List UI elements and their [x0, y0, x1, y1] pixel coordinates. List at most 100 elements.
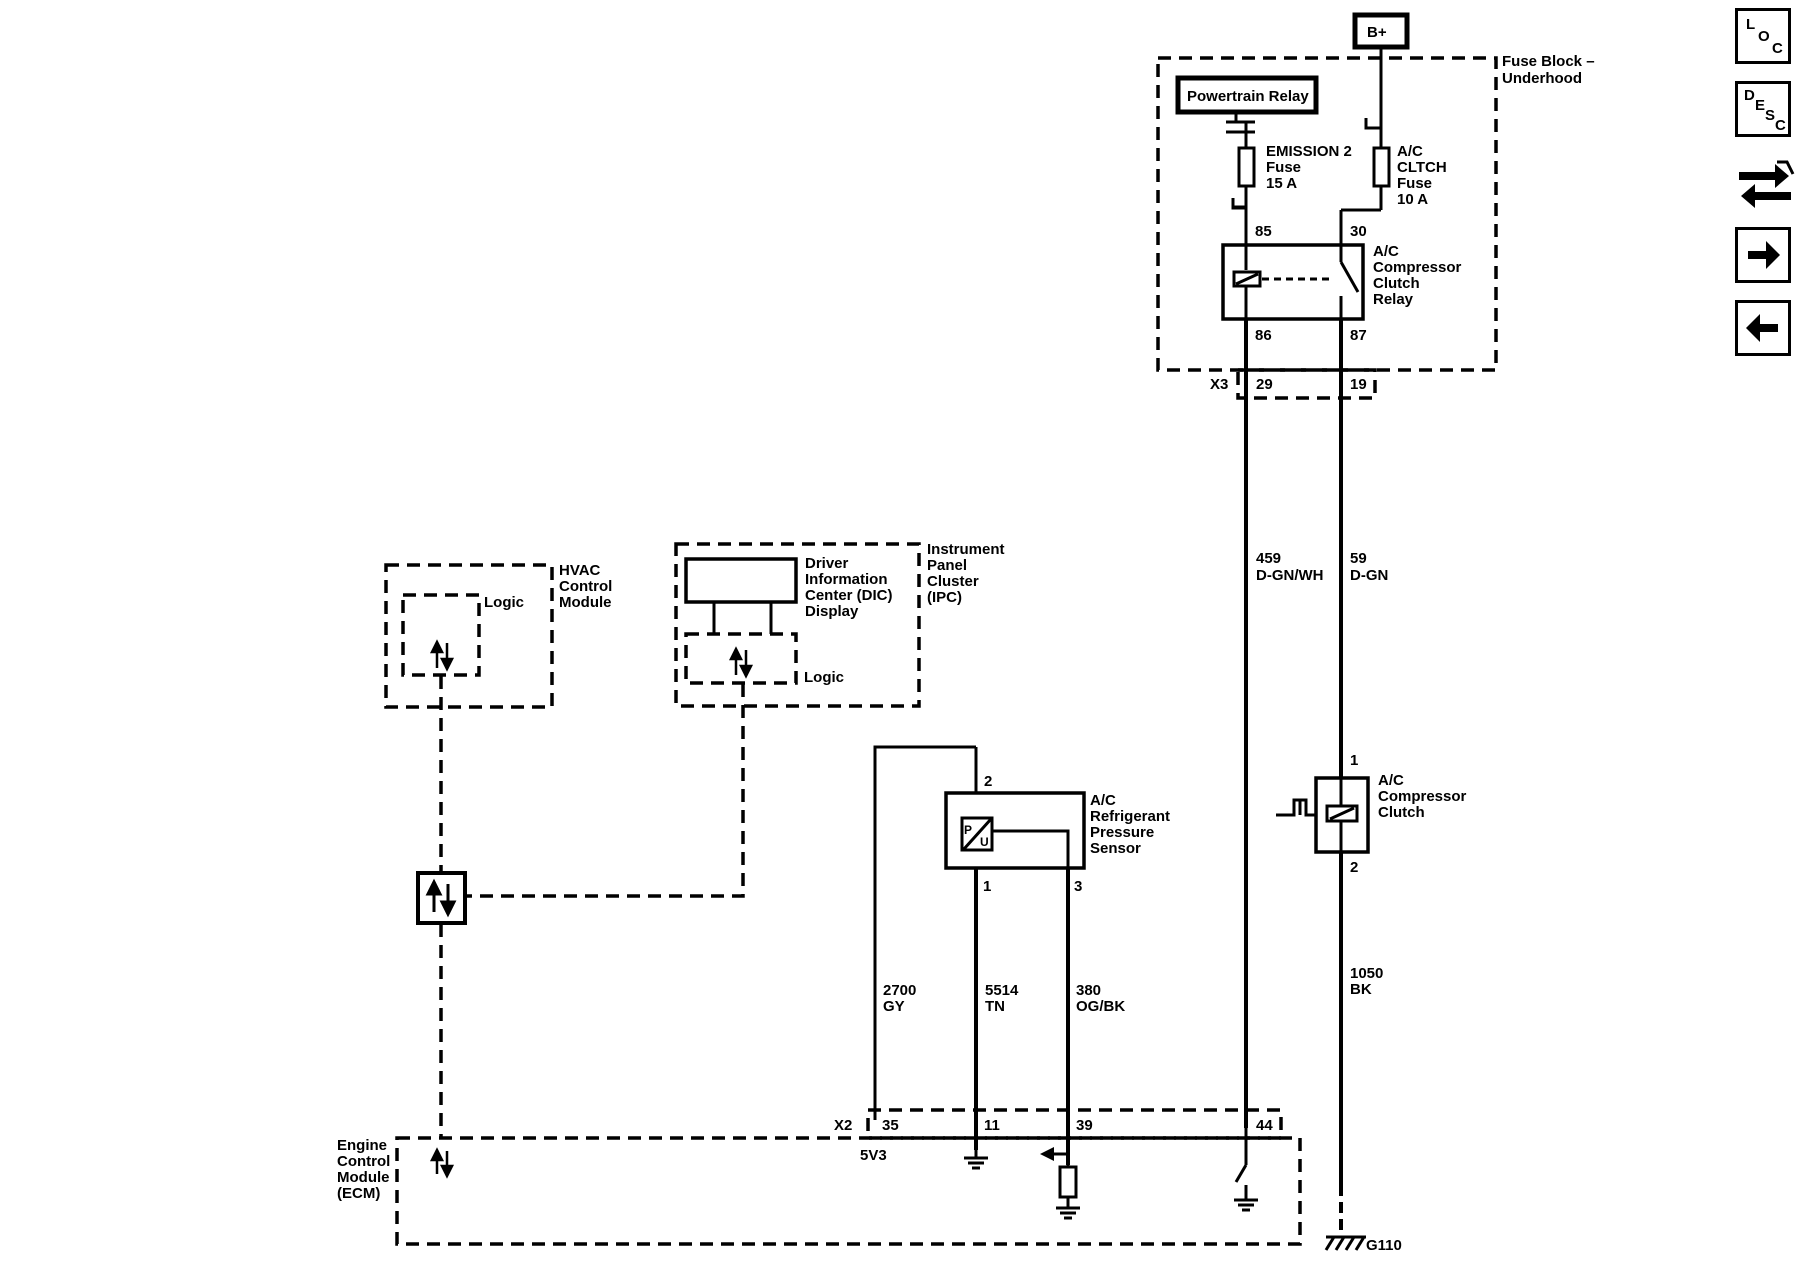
desc-c: C — [1775, 117, 1786, 134]
arrow-right-icon — [1748, 241, 1780, 269]
emission-fuse-label-2: Fuse — [1266, 159, 1301, 176]
x2-label: X2 — [834, 1117, 852, 1134]
wire-1050-color: BK — [1350, 981, 1372, 998]
relay-pin-87: 87 — [1350, 327, 1367, 344]
dic-label-3: Center (DIC) — [805, 587, 893, 604]
relay-pin-85: 85 — [1255, 223, 1272, 240]
battery-label: B+ — [1367, 24, 1387, 41]
arrow-left-icon — [1746, 314, 1778, 342]
ecm-5v-reference: 5V3 — [860, 1147, 887, 1164]
emission-fuse-label-1: EMISSION 2 — [1266, 143, 1352, 160]
location-button[interactable]: L O C — [1735, 8, 1791, 64]
ecm-pin-35: 35 — [882, 1117, 899, 1134]
wire-459-color: D-GN/WH — [1256, 567, 1324, 584]
sensor-pin-3: 3 — [1074, 878, 1082, 895]
ecm-pin-44: 44 — [1256, 1117, 1273, 1134]
pull-down-resistor — [1058, 1165, 1078, 1199]
wire-59-circuit: 59 — [1350, 550, 1367, 567]
nav-column: L O C D E S C — [1735, 8, 1797, 373]
instrument-panel-cluster — [674, 542, 921, 708]
previous-page-button[interactable] — [1735, 300, 1791, 356]
serial-data-splice — [416, 871, 467, 925]
ac-fuse-label-2: CLTCH — [1397, 159, 1447, 176]
relay-label-1: A/C — [1373, 243, 1399, 260]
wire-380-color: OG/BK — [1076, 998, 1125, 1015]
fuse-block-title: Fuse Block – — [1502, 53, 1595, 70]
sensor-label-4: Sensor — [1090, 840, 1141, 857]
wire-59-color: D-GN — [1350, 567, 1388, 584]
loc-c: C — [1772, 40, 1783, 57]
sensor-label-2: Refrigerant — [1090, 808, 1170, 825]
hvac-label-3: Module — [559, 594, 612, 611]
next-page-button[interactable] — [1735, 227, 1791, 283]
dic-label-1: Driver — [805, 555, 849, 572]
relay-pin-30: 30 — [1350, 223, 1367, 240]
wire-1050-circuit: 1050 — [1350, 965, 1383, 982]
desc-d: D — [1744, 87, 1755, 104]
ground-label: G110 — [1366, 1237, 1402, 1254]
ecm-label-2: Control — [337, 1153, 390, 1170]
ipc-label-2: Panel — [927, 557, 967, 574]
transducer-p: P — [964, 823, 972, 837]
splice-arrows-icon — [425, 878, 457, 918]
clutch-label-1: A/C — [1378, 772, 1404, 789]
x3-label: X3 — [1210, 376, 1228, 393]
clutch-label-3: Clutch — [1378, 804, 1425, 821]
sensor-pin-1: 1 — [983, 878, 991, 895]
connector-swap-button[interactable] — [1735, 154, 1795, 210]
ecm-pin-11: 11 — [984, 1117, 1000, 1134]
sensor-label-3: Pressure — [1090, 824, 1154, 841]
relay-label-2: Compressor — [1373, 259, 1462, 276]
ipc-label-4: (IPC) — [927, 589, 962, 606]
hvac-logic-block — [401, 593, 481, 677]
wire-5514-circuit: 5514 — [985, 982, 1019, 999]
ecm-label-3: Module — [337, 1169, 390, 1186]
clutch-label-2: Compressor — [1378, 788, 1467, 805]
wire-380-circuit: 380 — [1076, 982, 1101, 999]
hvac-arrows-icon — [429, 639, 455, 672]
clutch-pin-2: 2 — [1350, 859, 1358, 876]
emission-2-fuse — [1237, 146, 1256, 188]
ipc-label-1: Instrument — [927, 541, 1005, 558]
dic-label-4: Display — [805, 603, 859, 620]
x3-connector — [1236, 368, 1377, 400]
ac-fuse-label-3: Fuse — [1397, 175, 1432, 192]
description-button[interactable]: D E S C — [1735, 81, 1791, 137]
relay-label-4: Relay — [1373, 291, 1414, 308]
relay-pin-86: 86 — [1255, 327, 1272, 344]
wire-5514-color: TN — [985, 998, 1005, 1015]
x2-connector — [866, 1108, 1283, 1140]
ipc-logic-block — [684, 632, 798, 685]
loc-l: L — [1746, 16, 1756, 33]
dic-label-2: Information — [805, 571, 888, 588]
engine-control-module — [395, 1136, 1302, 1246]
clutch-pin-1: 1 — [1350, 752, 1358, 769]
relay-label-3: Clutch — [1373, 275, 1420, 292]
ecm-arrows-icon — [429, 1147, 455, 1179]
transducer-u: U — [980, 835, 989, 849]
ecm-pin-39: 39 — [1076, 1117, 1093, 1134]
sensor-pin-2: 2 — [984, 773, 992, 790]
ipc-logic-label: Logic — [804, 669, 844, 686]
x3-pin-19: 19 — [1350, 376, 1367, 393]
ac-fuse-label-4: 10 A — [1397, 191, 1428, 208]
wire-2700-color: GY — [883, 998, 905, 1015]
x3-pin-29: 29 — [1256, 376, 1273, 393]
hvac-label-2: Control — [559, 578, 612, 595]
powertrain-relay-label: Powertrain Relay — [1187, 88, 1309, 105]
emission-fuse-label-3: 15 A — [1266, 175, 1297, 192]
dic-display — [684, 557, 798, 604]
fuse-block-subtitle: Underhood — [1502, 70, 1582, 87]
ecm-label-4: (ECM) — [337, 1185, 380, 1202]
desc-s: S — [1765, 107, 1776, 124]
ipc-arrows-icon — [728, 646, 754, 679]
ac-fuse-label-1: A/C — [1397, 143, 1423, 160]
connector-swap-icon — [1739, 160, 1795, 208]
loc-o: O — [1758, 28, 1770, 45]
ipc-label-3: Cluster — [927, 573, 979, 590]
ecm-label-1: Engine — [337, 1137, 387, 1154]
hvac-label-1: HVAC — [559, 562, 601, 579]
desc-e: E — [1755, 97, 1766, 114]
hvac-logic-label: Logic — [484, 594, 524, 611]
